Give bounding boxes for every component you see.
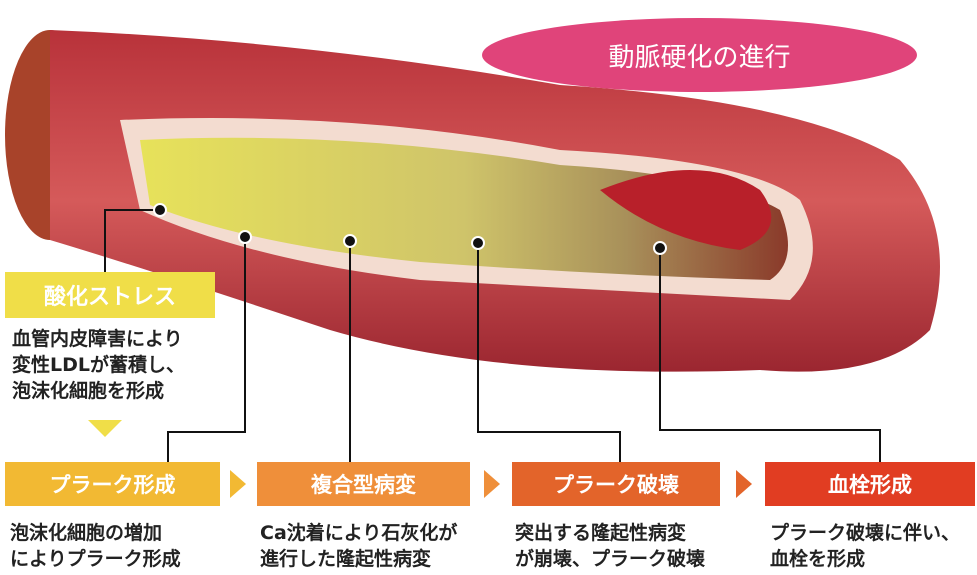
arrow-right-icon <box>230 470 246 498</box>
oxidative-stress-label: 酸化ストレス <box>5 272 215 318</box>
plaque-lumen <box>140 137 788 280</box>
oxidative-stress-desc: 血管内皮障害により 変性LDLが蓄積し、 泡沫化細胞を形成 <box>12 328 185 402</box>
arrow-right-icon <box>736 470 752 498</box>
stage-thrombus: 血栓形成 <box>765 462 975 506</box>
stage-desc: 泡沫化細胞の増加 によりプラーク形成 <box>10 522 181 570</box>
stage-complex-lesion: 複合型病変 <box>257 462 470 506</box>
stage-desc: プラーク破壊に伴い、 血栓を形成 <box>770 522 961 570</box>
leader-lines <box>104 209 881 462</box>
page-title: 動脈硬化の進行 <box>482 18 917 92</box>
down-arrow-icon <box>88 420 122 437</box>
arrow-right-icon <box>484 470 500 498</box>
stage-plaque-rupture: プラーク破壊 <box>512 462 720 506</box>
marker-dots <box>153 203 667 255</box>
stage-desc: 突出する隆起性病変 が崩壊、プラーク破壊 <box>515 522 706 570</box>
stage-desc: Ca沈着により石灰化が 進行した隆起性病変 <box>260 522 458 570</box>
thrombus <box>600 170 772 250</box>
stage-plaque-formation: プラーク形成 <box>5 462 220 506</box>
